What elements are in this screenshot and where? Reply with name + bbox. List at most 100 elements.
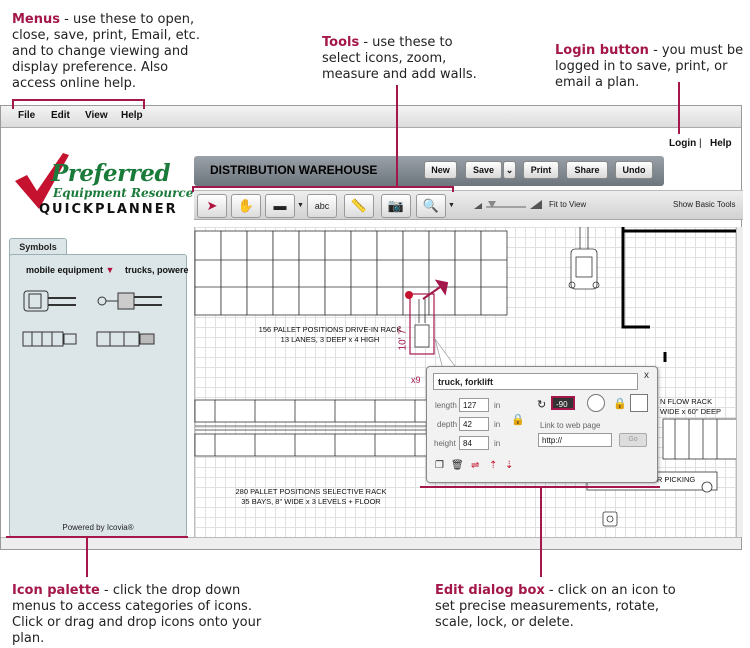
zoom-out-icon (474, 203, 482, 209)
new-button[interactable]: New (424, 161, 457, 179)
print-button[interactable]: Print (523, 161, 559, 179)
callout-tools-text: - use these to select icons, zoom, measu… (322, 35, 477, 82)
callout-tools: Tools - use these to select icons, zoom,… (322, 35, 492, 83)
camera-icon: 📷 (387, 198, 405, 213)
symbol-truck-trailer[interactable] (22, 330, 78, 348)
category-select[interactable]: mobile equipment ▼ (26, 265, 114, 275)
send-backward-icon[interactable]: ⇣ (505, 460, 514, 471)
chevron-down-icon: ▼ (448, 202, 455, 209)
menu-file[interactable]: File (18, 110, 36, 121)
share-button[interactable]: Share (566, 161, 608, 179)
tools-leader (396, 85, 398, 187)
horizontal-scrollbar[interactable] (1, 537, 741, 549)
length-input[interactable]: 127 (459, 398, 489, 412)
go-button[interactable]: Go (619, 433, 647, 447)
measure-tool-button[interactable]: 📏 (344, 194, 374, 218)
menu-help[interactable]: Help (121, 110, 143, 121)
fit-to-view-link[interactable]: Fit to View (549, 200, 587, 209)
project-title: DISTRIBUTION WAREHOUSE (210, 163, 378, 177)
selected-forklift (409, 293, 435, 355)
arrow-pointer-icon: ➤ (206, 198, 218, 213)
depth-input[interactable]: 42 (459, 417, 489, 431)
palette-leader (86, 537, 88, 577)
link-input[interactable]: http:// (538, 433, 612, 447)
symbol-pallet-jack[interactable] (96, 288, 166, 314)
undo-button[interactable]: Undo (615, 161, 653, 179)
callout-dialog: Edit dialog box - click on an icon to se… (435, 583, 697, 631)
dialog-close-button[interactable]: x (644, 370, 649, 381)
show-basic-tools-link[interactable]: Show Basic Tools (673, 200, 736, 209)
save-dropdown-button[interactable]: ⌄ (503, 161, 516, 179)
topnav-separator: | (699, 138, 702, 149)
pan-tool-button[interactable]: ✋ (231, 194, 261, 218)
login-link[interactable]: Login (669, 138, 697, 149)
category-select-label: mobile equipment (26, 265, 104, 275)
subcategory-select[interactable]: trucks, powere (125, 265, 189, 275)
chevron-down-icon: ⌄ (505, 165, 514, 175)
logo-check-icon (15, 153, 69, 209)
flow-rack-label-line1: N FLOW RACK (660, 397, 713, 406)
zoom-slider-thumb[interactable] (488, 201, 496, 208)
rotation-dial[interactable] (587, 394, 605, 412)
ruler-icon: 📏 (350, 198, 368, 213)
delete-handle-icon[interactable] (405, 291, 413, 299)
tab-symbols[interactable]: Symbols (9, 238, 67, 256)
selective-label-line1: 280 PALLET POSITIONS SELECTIVE RACK (235, 487, 387, 496)
scale-lock-icon[interactable]: 🔒 (511, 414, 525, 426)
drive-in-label-line1: 156 PALLET POSITIONS DRIVE-IN RACK (258, 325, 402, 334)
delete-icon[interactable]: 🗑 (451, 460, 464, 471)
lock-icon[interactable]: 🔒 (613, 398, 627, 410)
vertical-scrollbar[interactable] (736, 227, 743, 537)
callout-dialog-title: Edit dialog box (435, 583, 545, 598)
color-swatch[interactable] (630, 394, 648, 412)
project-bar: DISTRIBUTION WAREHOUSE New Save ⌄ Print … (194, 156, 664, 186)
save-button[interactable]: Save (465, 161, 502, 179)
symbol-truck[interactable] (96, 330, 156, 348)
bring-forward-icon[interactable]: ⇡ (489, 460, 498, 471)
edit-dialog: truck, forklift x length 127 in depth 42… (426, 366, 658, 483)
menus-leader (12, 99, 145, 101)
text-tool-label: abc (314, 201, 330, 211)
wall-tool-dropdown[interactable]: ▼ (296, 194, 305, 218)
length-label: length (435, 401, 457, 410)
callout-menus-title: Menus (12, 12, 61, 27)
dimension-width: x9 (411, 375, 421, 385)
logo-product: QUICKPLANNER (39, 202, 178, 217)
menu-bar: File Edit View Help (1, 106, 741, 128)
menu-edit[interactable]: Edit (51, 110, 70, 121)
chevron-down-icon: ▼ (105, 265, 115, 275)
text-tool-button[interactable]: abc (307, 194, 337, 218)
selective-rack (194, 399, 428, 457)
flow-rack-label-line2: WIDE x 60" DEEP (660, 407, 722, 416)
zoom-in-icon (530, 200, 542, 209)
wall-icon: ▬ (273, 198, 287, 213)
tools-leader-bar (192, 186, 454, 188)
rotation-input[interactable]: -90 (551, 396, 575, 410)
height-unit: in (494, 439, 501, 448)
flip-icon[interactable]: ⇌ (471, 460, 480, 471)
drive-in-rack (194, 230, 508, 316)
select-tool-button[interactable]: ➤ (197, 194, 227, 218)
copy-icon[interactable]: ❐ (435, 460, 444, 471)
rotate-handle-icon[interactable] (422, 279, 449, 300)
selective-label: 280 PALLET POSITIONS SELECTIVE RACK 35 B… (195, 487, 427, 507)
drive-in-label-line2: 13 LANES, 3 DEEP x 4 HIGH (280, 335, 380, 344)
depth-unit: in (494, 420, 501, 429)
help-link[interactable]: Help (710, 138, 732, 149)
zoom-tool-button[interactable]: 🔍 (416, 194, 446, 218)
walls (621, 227, 737, 362)
dimension-height: 10' 7" (397, 325, 409, 351)
wall-tool-button[interactable]: ▬ (265, 194, 295, 218)
cart-symbol (602, 511, 618, 527)
login-leader (678, 82, 680, 134)
symbol-forklift[interactable] (22, 288, 78, 314)
logo-brand: Preferred (51, 160, 171, 187)
camera-tool-button[interactable]: 📷 (381, 194, 411, 218)
menu-view[interactable]: View (85, 110, 108, 121)
zoom-slider[interactable] (474, 199, 544, 213)
dialog-title-field[interactable]: truck, forklift (433, 373, 638, 390)
palette-leader-bar (6, 536, 188, 538)
height-input[interactable]: 84 (459, 436, 489, 450)
callout-login-text: - you must be logged in to save, print, … (555, 43, 744, 90)
zoom-tool-dropdown[interactable]: ▼ (447, 194, 456, 218)
